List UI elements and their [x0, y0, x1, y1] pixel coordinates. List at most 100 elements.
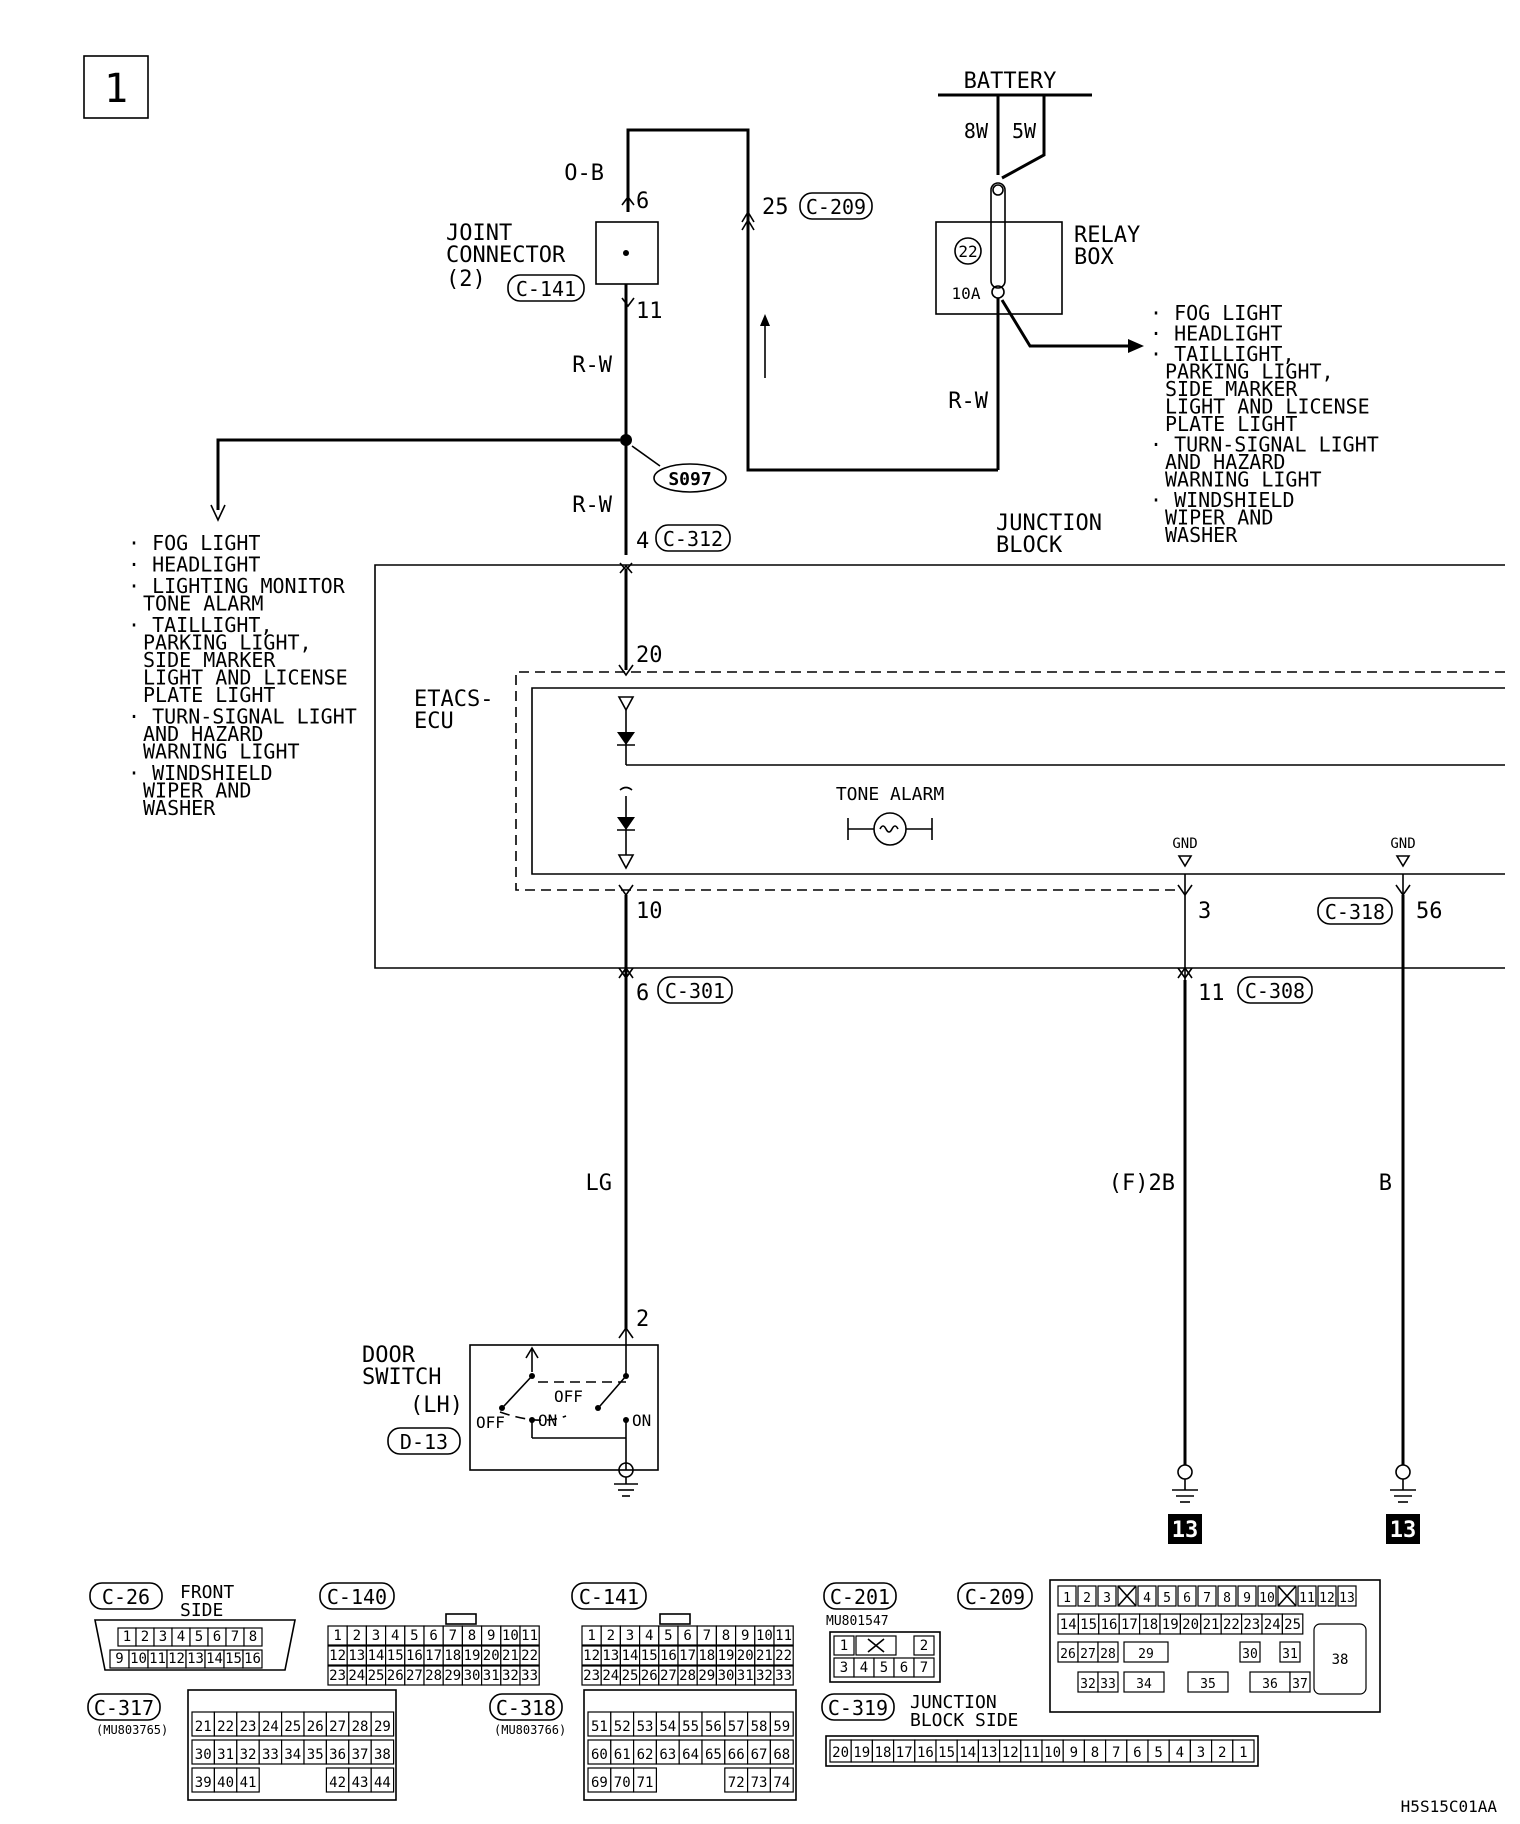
relay-output-item: WASHER [1165, 523, 1238, 547]
c140-pin-label: 7 [449, 1628, 457, 1644]
c318-pin-label: 64 [682, 1747, 699, 1763]
c318-cavity [769, 1767, 794, 1793]
page-number: 1 [104, 66, 128, 112]
figure-code: H5S15C01AA [1401, 1797, 1498, 1816]
c209-pin-label: 2 [1083, 1591, 1091, 1606]
pin-c301: 6 [636, 981, 649, 1006]
c209-pin-label: 3 [1103, 1591, 1111, 1606]
splice-output-item: PLATE LIGHT [143, 683, 275, 707]
c317-part: (MU803765) [96, 1723, 168, 1737]
relay-output-item: LIGHT AND LICENSE [1165, 395, 1370, 419]
c140-pin-label: 5 [410, 1628, 418, 1644]
ground-ref-1: 13 [1172, 1518, 1199, 1543]
c140-pin-label: 17 [425, 1648, 442, 1664]
c209-pin-label: 35 [1200, 1677, 1216, 1692]
c317-cavity [236, 1767, 260, 1793]
c140-pin-label: 18 [444, 1648, 461, 1664]
battery-label: BATTERY [964, 69, 1057, 94]
c318-pin-label: 53 [637, 1719, 654, 1735]
c318-pin-label: 70 [614, 1775, 631, 1791]
c141-pin-label: 32 [756, 1668, 773, 1684]
splice-output-item: · HEADLIGHT [128, 553, 260, 577]
c319-note-1: JUNCTION [910, 1692, 997, 1713]
c201-part: MU801547 [826, 1614, 889, 1629]
c317-pin-label: 32 [240, 1747, 257, 1763]
c140-pin-label: 12 [329, 1648, 346, 1664]
c319-pin-label: 9 [1070, 1745, 1078, 1761]
door-switch-label-2: SWITCH [362, 1365, 441, 1390]
splice-output-item: WIPER AND [143, 779, 251, 803]
c318-pin-label: 72 [728, 1775, 745, 1791]
c319-pin-label: 15 [938, 1745, 955, 1761]
etacs-label-1: ETACS- [414, 687, 493, 712]
c140-pin-label: 4 [391, 1628, 399, 1644]
current-flow-arrow [760, 314, 770, 326]
c209-pin-label: 19 [1162, 1617, 1179, 1633]
c319-pin-label: 17 [896, 1745, 913, 1761]
c319-pin-label: 16 [917, 1745, 934, 1761]
c318-pin-label: 66 [728, 1747, 745, 1763]
c209-pin-label: 20 [1182, 1617, 1199, 1633]
splice-output-item: · TURN-SIGNAL LIGHT [128, 705, 357, 729]
c317-pin-label: 34 [284, 1747, 301, 1763]
c318-pin-label: 69 [591, 1775, 608, 1791]
c318-pin-label: 54 [659, 1719, 676, 1735]
c317-cavity [370, 1739, 395, 1765]
c209-pin-label: 6 [1183, 1591, 1191, 1606]
c141-pin-label: 6 [683, 1628, 691, 1644]
c141-pin-label: 23 [583, 1668, 600, 1684]
c140-pin-label: 13 [348, 1648, 365, 1664]
c317-pin-label: 22 [217, 1719, 234, 1735]
c141-cavity [773, 1645, 794, 1666]
c209-pin-label: 4 [1143, 1591, 1151, 1606]
door-switch: 2 DOOR SWITCH (LH) D-13 OFF ON OFF ON [362, 1307, 659, 1497]
c26-cavity [243, 1627, 263, 1647]
c318-part: (MU803766) [494, 1723, 566, 1737]
etacs-pin-in: 20 [636, 643, 663, 668]
splice-output-item: · FOG LIGHT [128, 531, 260, 555]
c140-pin-label: 26 [387, 1668, 404, 1684]
c141-pin-label: 16 [660, 1648, 677, 1664]
c26-pin-label: 3 [159, 1629, 167, 1645]
c209-name: C-209 [965, 1585, 1025, 1609]
c26-note-1: FRONT [180, 1582, 234, 1603]
c319-pin-label: 4 [1176, 1745, 1184, 1761]
door-switch-on-2: ON [632, 1411, 651, 1430]
connector-c301: C-301 [665, 979, 725, 1003]
c317-cavity [370, 1711, 395, 1737]
c209-pin-label: 34 [1136, 1677, 1152, 1692]
splice-label: S097 [668, 469, 711, 490]
c318-pin-label: 63 [659, 1747, 676, 1763]
relay-output-item: · TAILLIGHT, [1150, 342, 1295, 366]
c140-pin-label: 6 [429, 1628, 437, 1644]
c141-pin-label: 12 [583, 1648, 600, 1664]
c318-pin-label: 65 [705, 1747, 722, 1763]
splice-output-list: · FOG LIGHT· HEADLIGHT· LIGHTING MONITOR… [128, 531, 357, 820]
c140-pin-label: 8 [468, 1628, 476, 1644]
c26-pin-label: 8 [249, 1629, 257, 1645]
c209-pin-label: 1 [1063, 1591, 1071, 1606]
c140-pin-label: 24 [348, 1668, 365, 1684]
c209-pin-label: 25 [1284, 1617, 1301, 1633]
c317-pin-label: 23 [240, 1719, 257, 1735]
splice-output-item: LIGHT AND LICENSE [143, 666, 348, 690]
relay-output-item: PLATE LIGHT [1165, 412, 1297, 436]
c319-pin-label: 20 [832, 1745, 849, 1761]
c317-pin-label: 40 [217, 1775, 234, 1791]
page-number-box: 1 [83, 55, 149, 119]
wire-b: B [1379, 1171, 1392, 1196]
c26-pin-label: 2 [141, 1629, 149, 1645]
relay-output-item: · HEADLIGHT [1150, 322, 1282, 346]
c141-pin-label: 8 [722, 1628, 730, 1644]
c318-cavity [632, 1767, 657, 1793]
c319-note-2: BLOCK SIDE [910, 1710, 1018, 1731]
c209-pin-label: 14 [1060, 1617, 1077, 1633]
c318-pin-label: 60 [591, 1747, 608, 1763]
c209-pin-label: 16 [1101, 1617, 1118, 1633]
c141-pin-label: 27 [660, 1668, 677, 1684]
c209-pin-label: 31 [1282, 1647, 1298, 1662]
c201-cavity [913, 1635, 935, 1656]
c201-pin-label: 3 [840, 1660, 848, 1676]
